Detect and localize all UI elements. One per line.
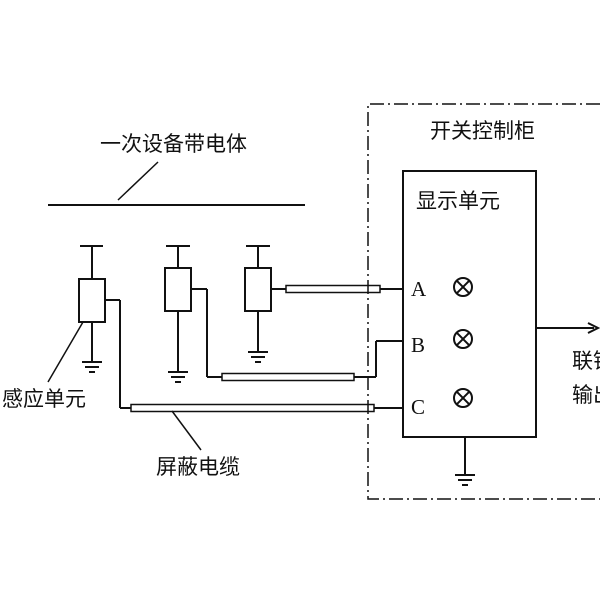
shielded-cable-leader — [171, 410, 202, 451]
indicator-lamp-a-icon — [453, 277, 473, 297]
phase-c-label: C — [411, 395, 425, 419]
interlock-output-arrow-icon — [536, 322, 600, 334]
display-unit-label: 显示单元 — [416, 189, 500, 213]
display-unit-box — [402, 170, 537, 438]
interlock-output-label-line1: 联锁 — [572, 349, 600, 373]
wire-phase-a — [271, 284, 403, 294]
ground-icon — [248, 351, 268, 363]
display-unit-ground — [455, 437, 475, 486]
switch-cabinet-boundary — [367, 103, 600, 500]
phase-a-label: A — [411, 277, 427, 301]
indicator-lamp-c-icon — [453, 388, 473, 408]
interlock-output-label-line2: 输出 — [572, 383, 600, 407]
ground-icon — [168, 371, 188, 383]
ground-icon — [455, 474, 475, 486]
primary-equipment-leader — [117, 161, 159, 201]
sensor-3 — [244, 245, 272, 363]
switch-cabinet-label: 开关控制柜 — [430, 119, 535, 143]
sensing-unit-leader — [47, 321, 84, 383]
sensor-2 — [164, 245, 192, 383]
primary-equipment-label: 一次设备带电体 — [100, 132, 247, 156]
indicator-lamp-b-icon — [453, 329, 473, 349]
wire-phase-c — [105, 299, 403, 413]
shielded-cable-label: 屏蔽电缆 — [156, 455, 240, 479]
phase-b-label: B — [411, 333, 425, 357]
wire-phase-b — [191, 288, 403, 382]
sensor-1 — [78, 245, 106, 373]
sensing-unit-label: 感应单元 — [2, 387, 86, 411]
ground-icon — [82, 361, 102, 373]
